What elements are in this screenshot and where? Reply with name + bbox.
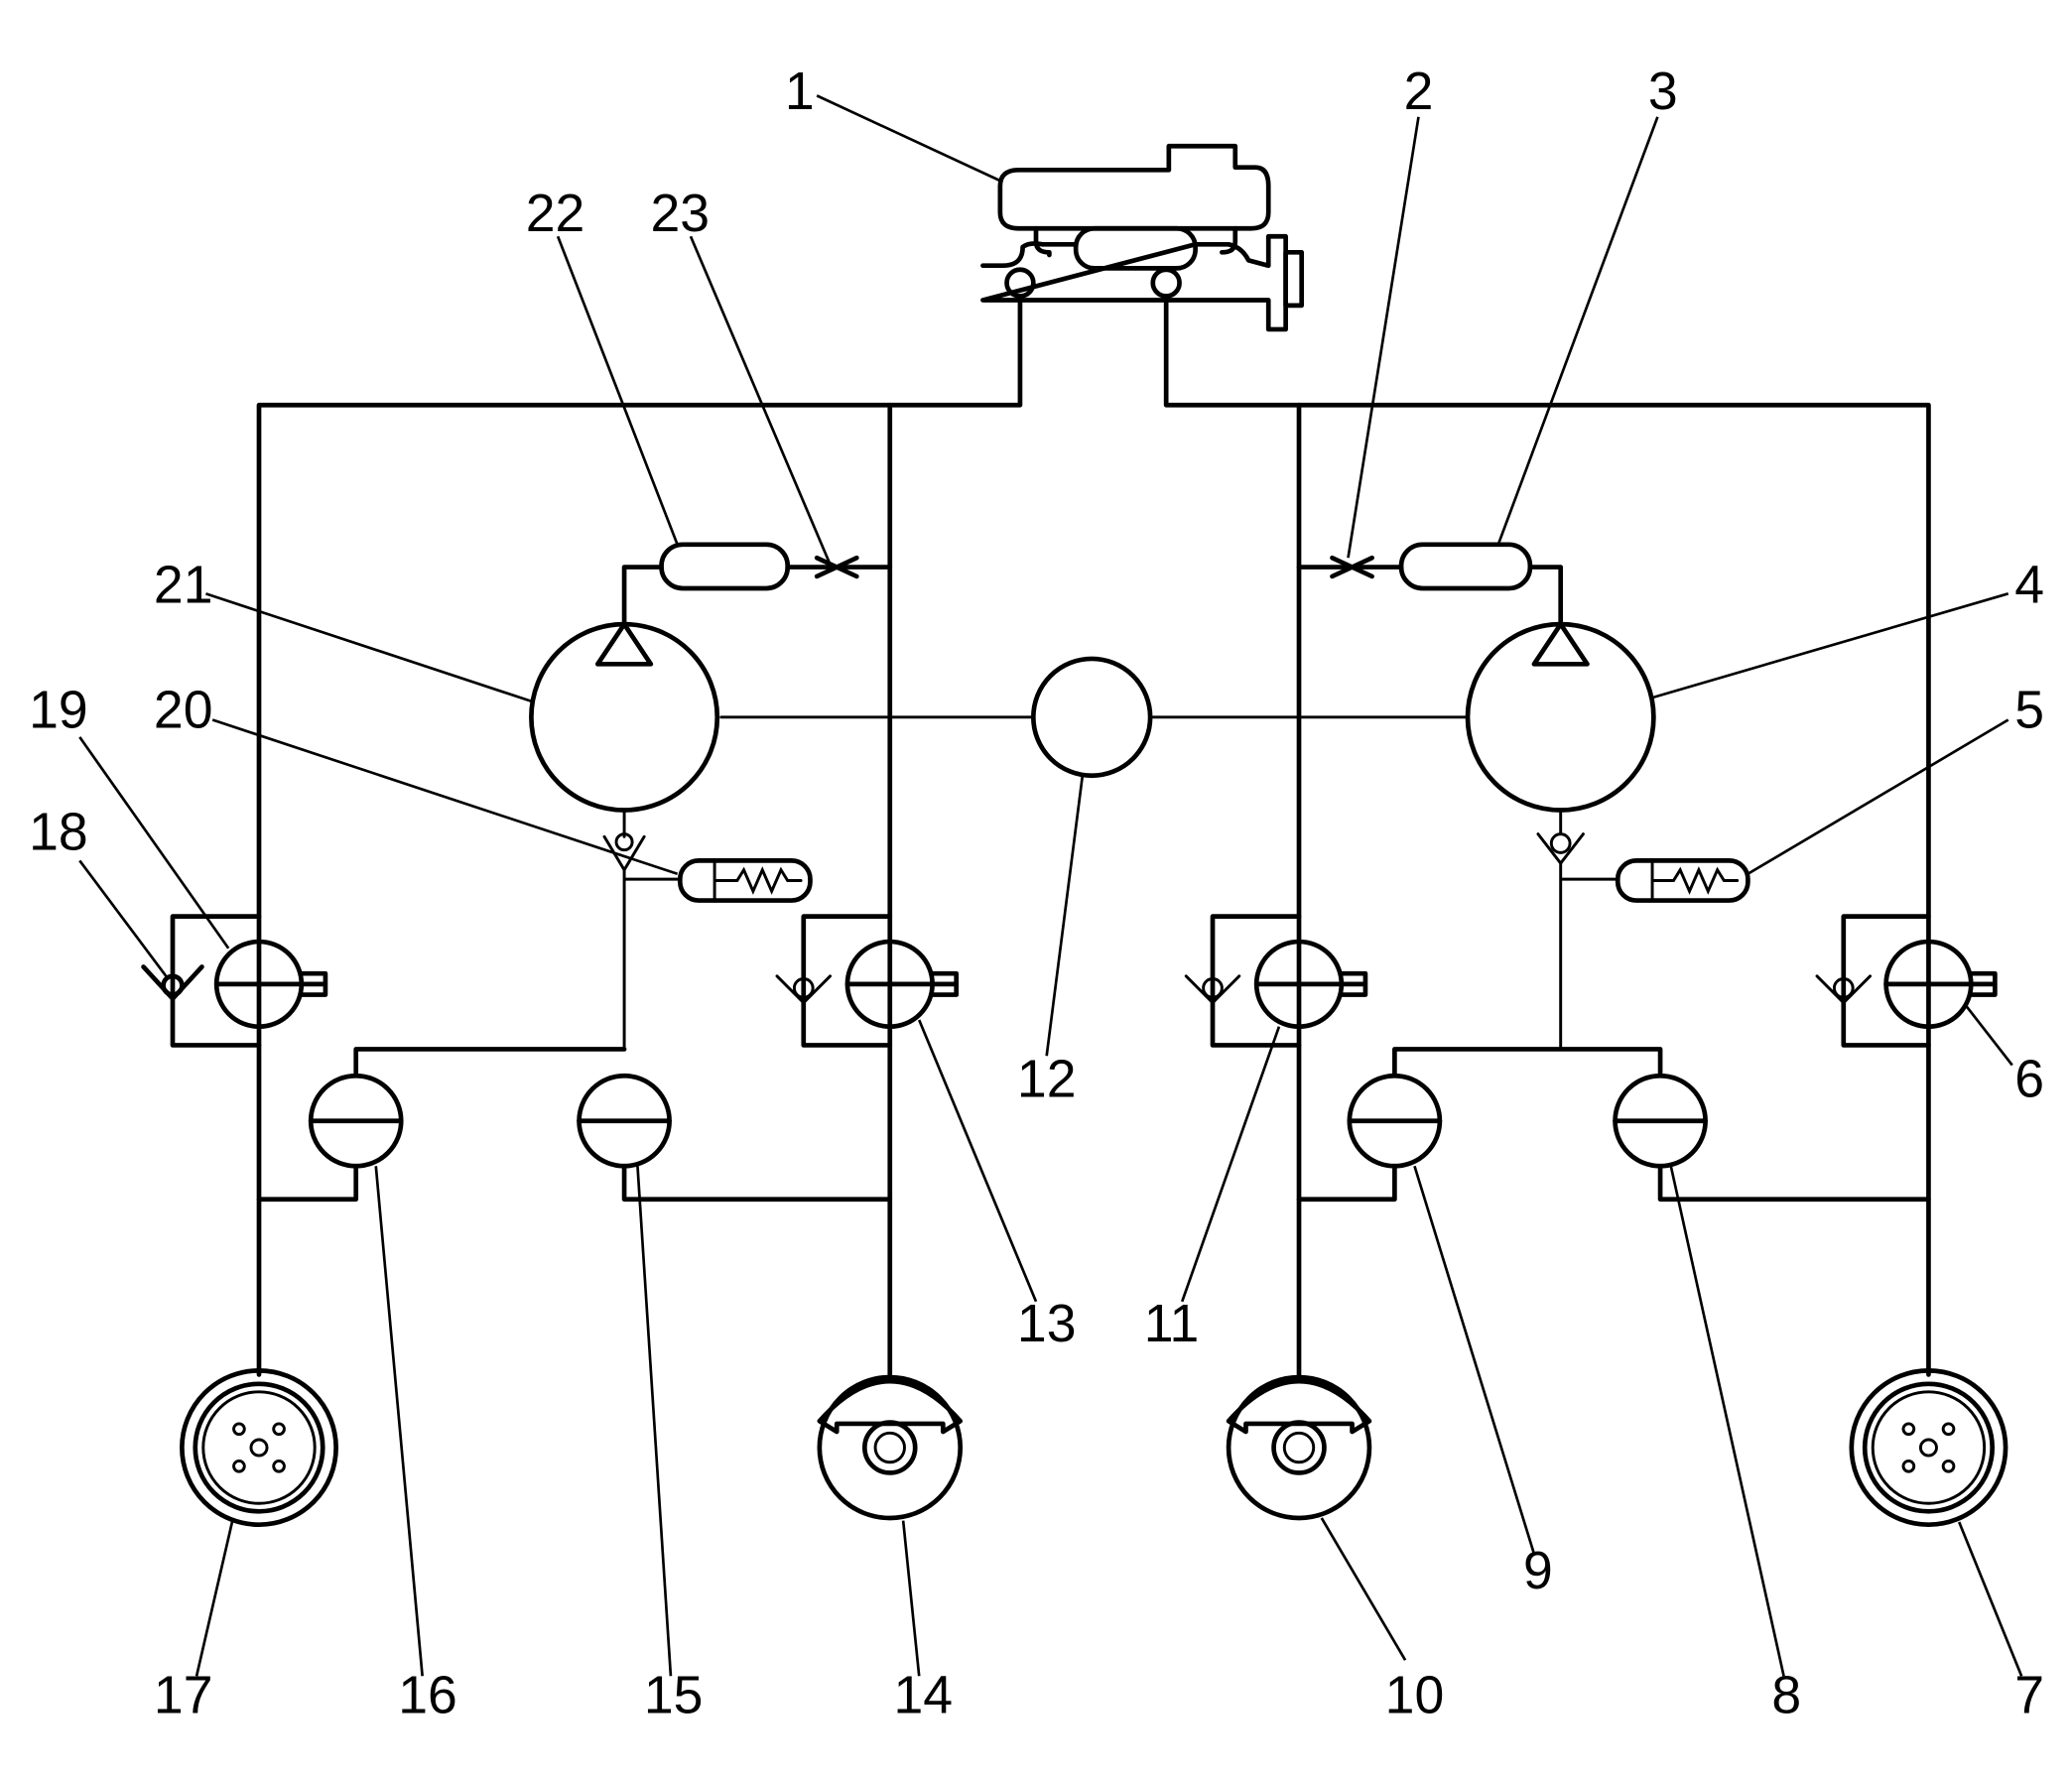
pump-check-valve-right-icon [1536, 832, 1585, 866]
pump-right [1465, 621, 1656, 813]
check-valve-rr-icon [1184, 974, 1241, 1005]
isolation-valve-rr [1253, 939, 1368, 1030]
callout-19: 19 [29, 682, 88, 740]
callout-9: 9 [1523, 1542, 1553, 1600]
attenuator-left [677, 858, 813, 903]
callout-13: 13 [1017, 1295, 1077, 1353]
callout-2: 2 [1404, 63, 1434, 121]
pump-motor [1030, 656, 1153, 779]
callout-labels: 1 2 3 4 5 6 7 8 9 10 11 12 13 14 15 16 1… [29, 63, 2044, 1725]
callout-12: 12 [1017, 1051, 1077, 1109]
check-valve-lf-icon [141, 964, 204, 1001]
callout-17: 17 [154, 1667, 213, 1725]
leader-lines [78, 94, 2023, 1677]
wheel-brake-lr [817, 1374, 964, 1521]
isolation-valve-lr [844, 939, 960, 1030]
restrictor-right-icon [1330, 555, 1374, 579]
callout-22: 22 [526, 185, 585, 243]
wheel-brake-lf [180, 1368, 338, 1528]
check-valve-lr-icon [775, 974, 833, 1005]
dump-valve-rr [1347, 1073, 1443, 1169]
pump-check-valve-left-icon [602, 832, 646, 873]
callout-6: 6 [2014, 1051, 2044, 1109]
restrictor-left-icon [814, 555, 859, 579]
wheel-brake-rr [1226, 1374, 1372, 1521]
callout-10: 10 [1385, 1667, 1445, 1725]
callout-4: 4 [2014, 557, 2044, 615]
callout-1: 1 [785, 63, 815, 121]
accumulator-right [1398, 542, 1533, 591]
attenuator-right [1615, 858, 1750, 903]
accumulator-left [659, 542, 791, 591]
dump-valve-lf [308, 1073, 404, 1169]
check-valve-rf-icon [1815, 974, 1873, 1005]
callout-8: 8 [1771, 1667, 1801, 1725]
dump-valve-rf [1613, 1073, 1708, 1169]
callout-20: 20 [154, 682, 213, 740]
callout-3: 3 [1648, 63, 1678, 121]
callout-16: 16 [398, 1667, 457, 1725]
pump-left [529, 621, 720, 813]
isolation-valve-rf [1883, 939, 1998, 1030]
callout-14: 14 [893, 1667, 953, 1725]
wheel-brake-rf [1849, 1368, 2008, 1528]
master-cylinder-reservoir [980, 143, 1305, 332]
callout-18: 18 [29, 804, 88, 862]
callout-15: 15 [644, 1667, 704, 1725]
dump-valve-lr [577, 1073, 672, 1169]
callout-21: 21 [154, 557, 213, 615]
brake-lines [170, 298, 1931, 1377]
callout-23: 23 [651, 185, 711, 243]
callout-7: 7 [2014, 1667, 2044, 1725]
callout-5: 5 [2014, 682, 2044, 740]
callout-11: 11 [1144, 1295, 1200, 1353]
isolation-valve-lf [213, 939, 328, 1030]
